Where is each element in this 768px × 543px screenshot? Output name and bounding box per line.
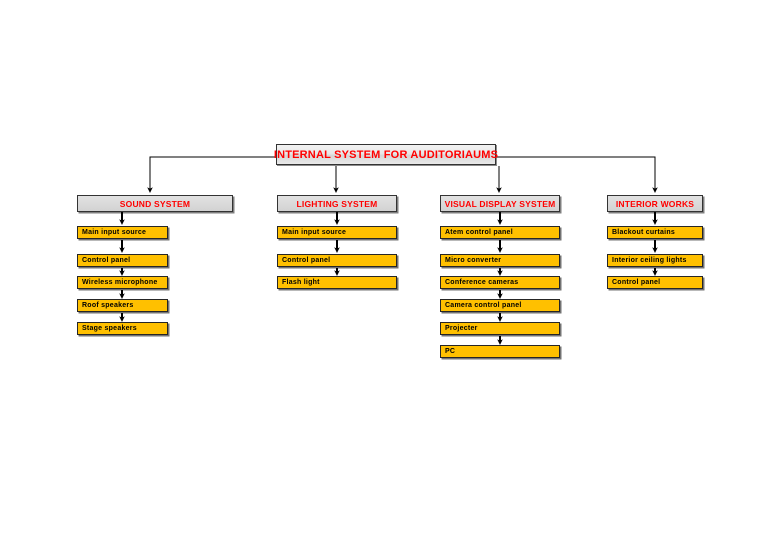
item-label: Interior ceiling lights bbox=[612, 257, 687, 264]
item-box-visual-5[interactable]: Projecter bbox=[440, 322, 560, 335]
category-box-sound-system[interactable]: SOUND SYSTEM bbox=[77, 195, 233, 212]
category-label: INTERIOR WORKS bbox=[615, 198, 695, 209]
item-box-visual-1[interactable]: Atem control panel bbox=[440, 226, 560, 239]
item-label: PC bbox=[445, 348, 456, 355]
item-label: Control panel bbox=[612, 279, 661, 286]
item-box-visual-4[interactable]: Camera control panel bbox=[440, 299, 560, 312]
item-label: Control panel bbox=[282, 257, 331, 264]
item-label: Micro converter bbox=[445, 257, 502, 264]
category-label: LIGHTING SYSTEM bbox=[296, 198, 378, 209]
item-box-interior-1[interactable]: Blackout curtains bbox=[607, 226, 703, 239]
item-label: Stage speakers bbox=[82, 325, 137, 332]
item-box-sound-3[interactable]: Wireless microphone bbox=[77, 276, 168, 289]
item-label: Conference cameras bbox=[445, 279, 519, 286]
item-box-sound-2[interactable]: Control panel bbox=[77, 254, 168, 267]
item-label: Projecter bbox=[445, 325, 478, 332]
item-box-sound-4[interactable]: Roof speakers bbox=[77, 299, 168, 312]
item-box-visual-6[interactable]: PC bbox=[440, 345, 560, 358]
category-box-interior-works[interactable]: INTERIOR WORKS bbox=[607, 195, 703, 212]
category-label: VISUAL DISPLAY SYSTEM bbox=[444, 198, 556, 209]
item-box-visual-3[interactable]: Conference cameras bbox=[440, 276, 560, 289]
item-box-sound-1[interactable]: Main input source bbox=[77, 226, 168, 239]
item-label: Main input source bbox=[282, 229, 347, 236]
item-box-sound-5[interactable]: Stage speakers bbox=[77, 322, 168, 335]
item-box-interior-2[interactable]: Interior ceiling lights bbox=[607, 254, 703, 267]
item-label: Wireless microphone bbox=[82, 279, 158, 286]
item-label: Flash light bbox=[282, 279, 320, 286]
item-box-interior-3[interactable]: Control panel bbox=[607, 276, 703, 289]
item-label: Roof speakers bbox=[82, 302, 134, 309]
item-box-lighting-2[interactable]: Control panel bbox=[277, 254, 397, 267]
item-box-lighting-1[interactable]: Main input source bbox=[277, 226, 397, 239]
item-box-lighting-3[interactable]: Flash light bbox=[277, 276, 397, 289]
page-title: INTERNAL SYSTEM FOR AUDITORIAUMS bbox=[273, 148, 499, 161]
item-box-visual-2[interactable]: Micro converter bbox=[440, 254, 560, 267]
item-label: Atem control panel bbox=[445, 229, 513, 236]
category-box-visual-display-system[interactable]: VISUAL DISPLAY SYSTEM bbox=[440, 195, 560, 212]
item-label: Control panel bbox=[82, 257, 131, 264]
item-label: Blackout curtains bbox=[612, 229, 675, 236]
diagram-title-box: INTERNAL SYSTEM FOR AUDITORIAUMS bbox=[273, 144, 499, 165]
item-label: Main input source bbox=[82, 229, 147, 236]
category-box-lighting-system[interactable]: LIGHTING SYSTEM bbox=[277, 195, 397, 212]
category-label: SOUND SYSTEM bbox=[119, 198, 191, 209]
item-label: Camera control panel bbox=[445, 302, 522, 309]
